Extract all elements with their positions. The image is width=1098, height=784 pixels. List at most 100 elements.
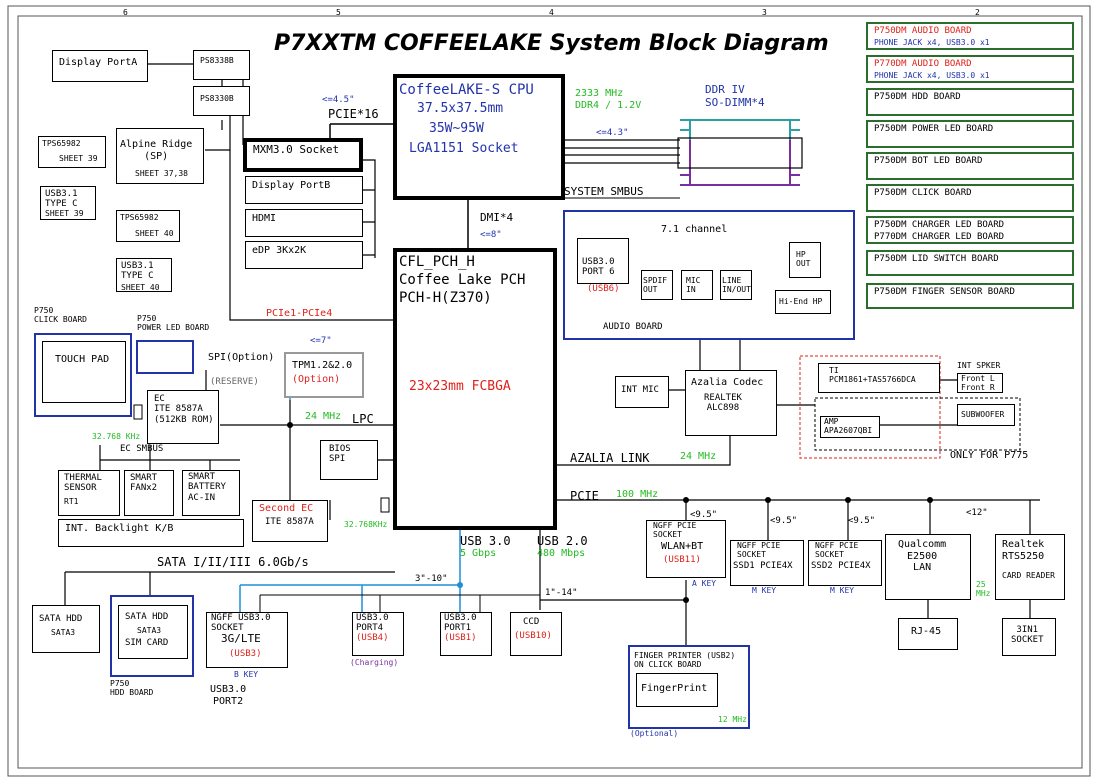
ssd2-label: SSD2 PCIE4X xyxy=(811,561,871,571)
cpu-block: CoffeeLAKE-S CPU 37.5x37.5mm 35W~95W LGA… xyxy=(393,74,565,200)
right-board-label: P750DM AUDIO BOARD xyxy=(874,26,972,36)
tpm-box: TPM1.2&2.0 (Option) xyxy=(284,352,364,398)
right-board-label: P750DM POWER LED BOARD xyxy=(874,124,994,134)
wlan-label: WLAN+BT xyxy=(661,541,704,552)
right-board-label: P770DM AUDIO BOARD xyxy=(874,59,972,69)
right-board-label: P750DM CHARGER LED BOARD P770DM CHARGER … xyxy=(874,220,1005,242)
line-label: LINE IN/OUT xyxy=(722,276,751,295)
second-ec-chip: ITE 8587A xyxy=(265,517,314,527)
crystal-pch xyxy=(380,497,390,513)
right-board-3: P750DM HDD BOARD xyxy=(866,88,1074,116)
right-board-9: P750DM FINGER SENSOR BOARD xyxy=(866,283,1074,309)
alpine-label: Alpine Ridge (SP) xyxy=(120,139,193,162)
usb1-tag: (USB1) xyxy=(444,633,477,643)
tpm-option: (Option) xyxy=(292,374,341,385)
right-board-label: P750DM HDD BOARD xyxy=(874,92,961,102)
m-key2-label: M KEY xyxy=(830,586,855,595)
mem-type: DDR4 / 1.2V xyxy=(575,100,642,111)
hiend-label: Hi-End HP xyxy=(779,297,823,306)
ccd-label: CCD xyxy=(523,617,540,627)
touchpad-label: TOUCH PAD xyxy=(55,354,110,365)
dmi-label: DMI*4 xyxy=(480,211,514,224)
smart-fan-label: SMART FANx2 xyxy=(130,473,158,494)
wire-pcie16 xyxy=(329,123,395,140)
rt1-label: RT1 xyxy=(64,497,79,506)
smart-battery-box: SMART BATTERY AC-IN xyxy=(182,470,240,516)
usb31-typec-box: USB3.1 TYPE C SHEET 39 xyxy=(40,186,96,220)
hiend-box: Hi-End HP xyxy=(775,290,831,314)
displayporta-box: Display PortA xyxy=(52,50,148,82)
lpc-freq: 24 MHz xyxy=(305,411,342,422)
bios-label: BIOS SPI xyxy=(329,444,351,465)
sata3b-label: SATA3 xyxy=(137,626,162,635)
port1-box: USB3.0 PORT1 (USB1) xyxy=(440,612,492,656)
thermal-sensor-box: THERMAL SENSOR RT1 xyxy=(58,470,120,516)
ssd1-label: SSD1 PCIE4X xyxy=(733,561,793,571)
len95a-label: <9.5" xyxy=(690,510,718,520)
pch-name3: PCH-H(Z370) xyxy=(399,290,492,306)
tps2-label: TPS65982 xyxy=(120,213,159,222)
sata3a-label: SATA3 xyxy=(51,628,76,637)
tps1-sheet: SHEET 39 xyxy=(59,154,98,163)
usb3c-label: USB3.1 TYPE C xyxy=(121,261,154,282)
lan-box: Qualcomm E2500 LAN xyxy=(885,534,971,600)
ec-label: EC ITE 8587A (512KB ROM) xyxy=(154,394,214,425)
lpc-label: LPC xyxy=(352,412,374,426)
ec-smbus-label: EC SMBUS xyxy=(120,444,164,454)
pcie16-length: <=4.5" xyxy=(322,95,355,105)
touchpad-board: TOUCH PAD xyxy=(34,333,132,417)
border-tick: 5 xyxy=(336,8,341,17)
channel-label: 7.1 channel xyxy=(661,224,728,235)
dimm-slot xyxy=(677,137,803,169)
ssd1-socket-label: NGFF PCIE SOCKET xyxy=(737,541,781,560)
audio-board: USB3.0 PORT 6 (USB6) 7.1 channel SPDIF O… xyxy=(563,210,855,340)
azalia-label: AZALIA LINK xyxy=(570,451,650,465)
pcie14-label: PCIe1-PCIe4 xyxy=(266,308,333,319)
usb3-tag: (USB3) xyxy=(229,649,262,659)
tps2-sheet: SHEET 40 xyxy=(135,229,174,238)
a-key-label: A KEY xyxy=(692,579,717,588)
second-ec-box: Second EC ITE 8587A xyxy=(252,500,328,542)
wire-usb2-ports xyxy=(259,594,540,612)
ps8330b-box: PS8330B xyxy=(193,86,250,116)
mic-in-box: MIC IN xyxy=(681,270,713,300)
ti-dashed-box xyxy=(799,355,941,459)
smart-fan-box: SMART FANx2 xyxy=(124,470,174,516)
port1-label: USB3.0 PORT1 xyxy=(444,613,477,634)
smbus-label: SYSTEM SMBUS xyxy=(564,185,644,198)
finger-title: FINGER PRINTER (USB2) ON CLICK BOARD xyxy=(634,651,736,670)
usb6-tag: (USB6) xyxy=(587,284,620,294)
pcie16-label: PCIE*16 xyxy=(328,107,379,121)
crystal-ec xyxy=(133,404,143,420)
ec-box: EC ITE 8587A (512KB ROM) xyxy=(147,390,219,444)
pcie-label: PCIE xyxy=(570,489,599,503)
border-tick: 3 xyxy=(762,8,767,17)
ngff-3g-label: NGFF USB3.0 SOCKET xyxy=(211,613,271,634)
spdif-box: SPDIF OUT xyxy=(641,270,673,300)
right-board-label: P750DM FINGER SENSOR BOARD xyxy=(874,287,1015,297)
spi-option-label: SPI(Option) xyxy=(208,352,275,363)
pch-name2: Coffee Lake PCH xyxy=(399,272,526,288)
edp-label: eDP 3Kx2K xyxy=(252,245,307,256)
usb3-label: USB 3.0 xyxy=(460,534,511,548)
wire-ddr xyxy=(563,139,680,164)
backlight-box: INT. Backlight K/B xyxy=(58,519,244,547)
wire-audio-board xyxy=(699,340,741,370)
right-board-5: P750DM BOT LED BOARD xyxy=(866,152,1074,180)
front-box: Front L Front R xyxy=(957,373,1003,393)
hdd-board: SATA HDD SATA3 SIM CARD xyxy=(110,595,194,677)
hdmi-label: HDMI xyxy=(252,213,277,224)
codec-vendor: REALTEK ALC898 xyxy=(704,393,742,414)
usb30-port2-label: USB3.0 PORT2 xyxy=(210,684,247,707)
cpu-size: 37.5x37.5mm xyxy=(417,101,504,116)
only-p775-label: ONLY FOR P775 xyxy=(950,450,1029,461)
usb-port6-label: USB3.0 PORT 6 xyxy=(582,257,615,278)
thermal-label: THERMAL SENSOR xyxy=(64,473,102,494)
lte-label: 3G/LTE xyxy=(221,632,261,645)
amp-box: AMP APA2607QBI xyxy=(820,416,880,438)
ssd1-box: NGFF PCIE SOCKET SSD1 PCIE4X xyxy=(730,540,804,586)
cpu-socket: LGA1151 Socket xyxy=(409,141,519,156)
pcie-freq: 100 MHz xyxy=(616,489,659,500)
tps65982-1-box: TPS65982 SHEET 39 xyxy=(38,136,106,168)
